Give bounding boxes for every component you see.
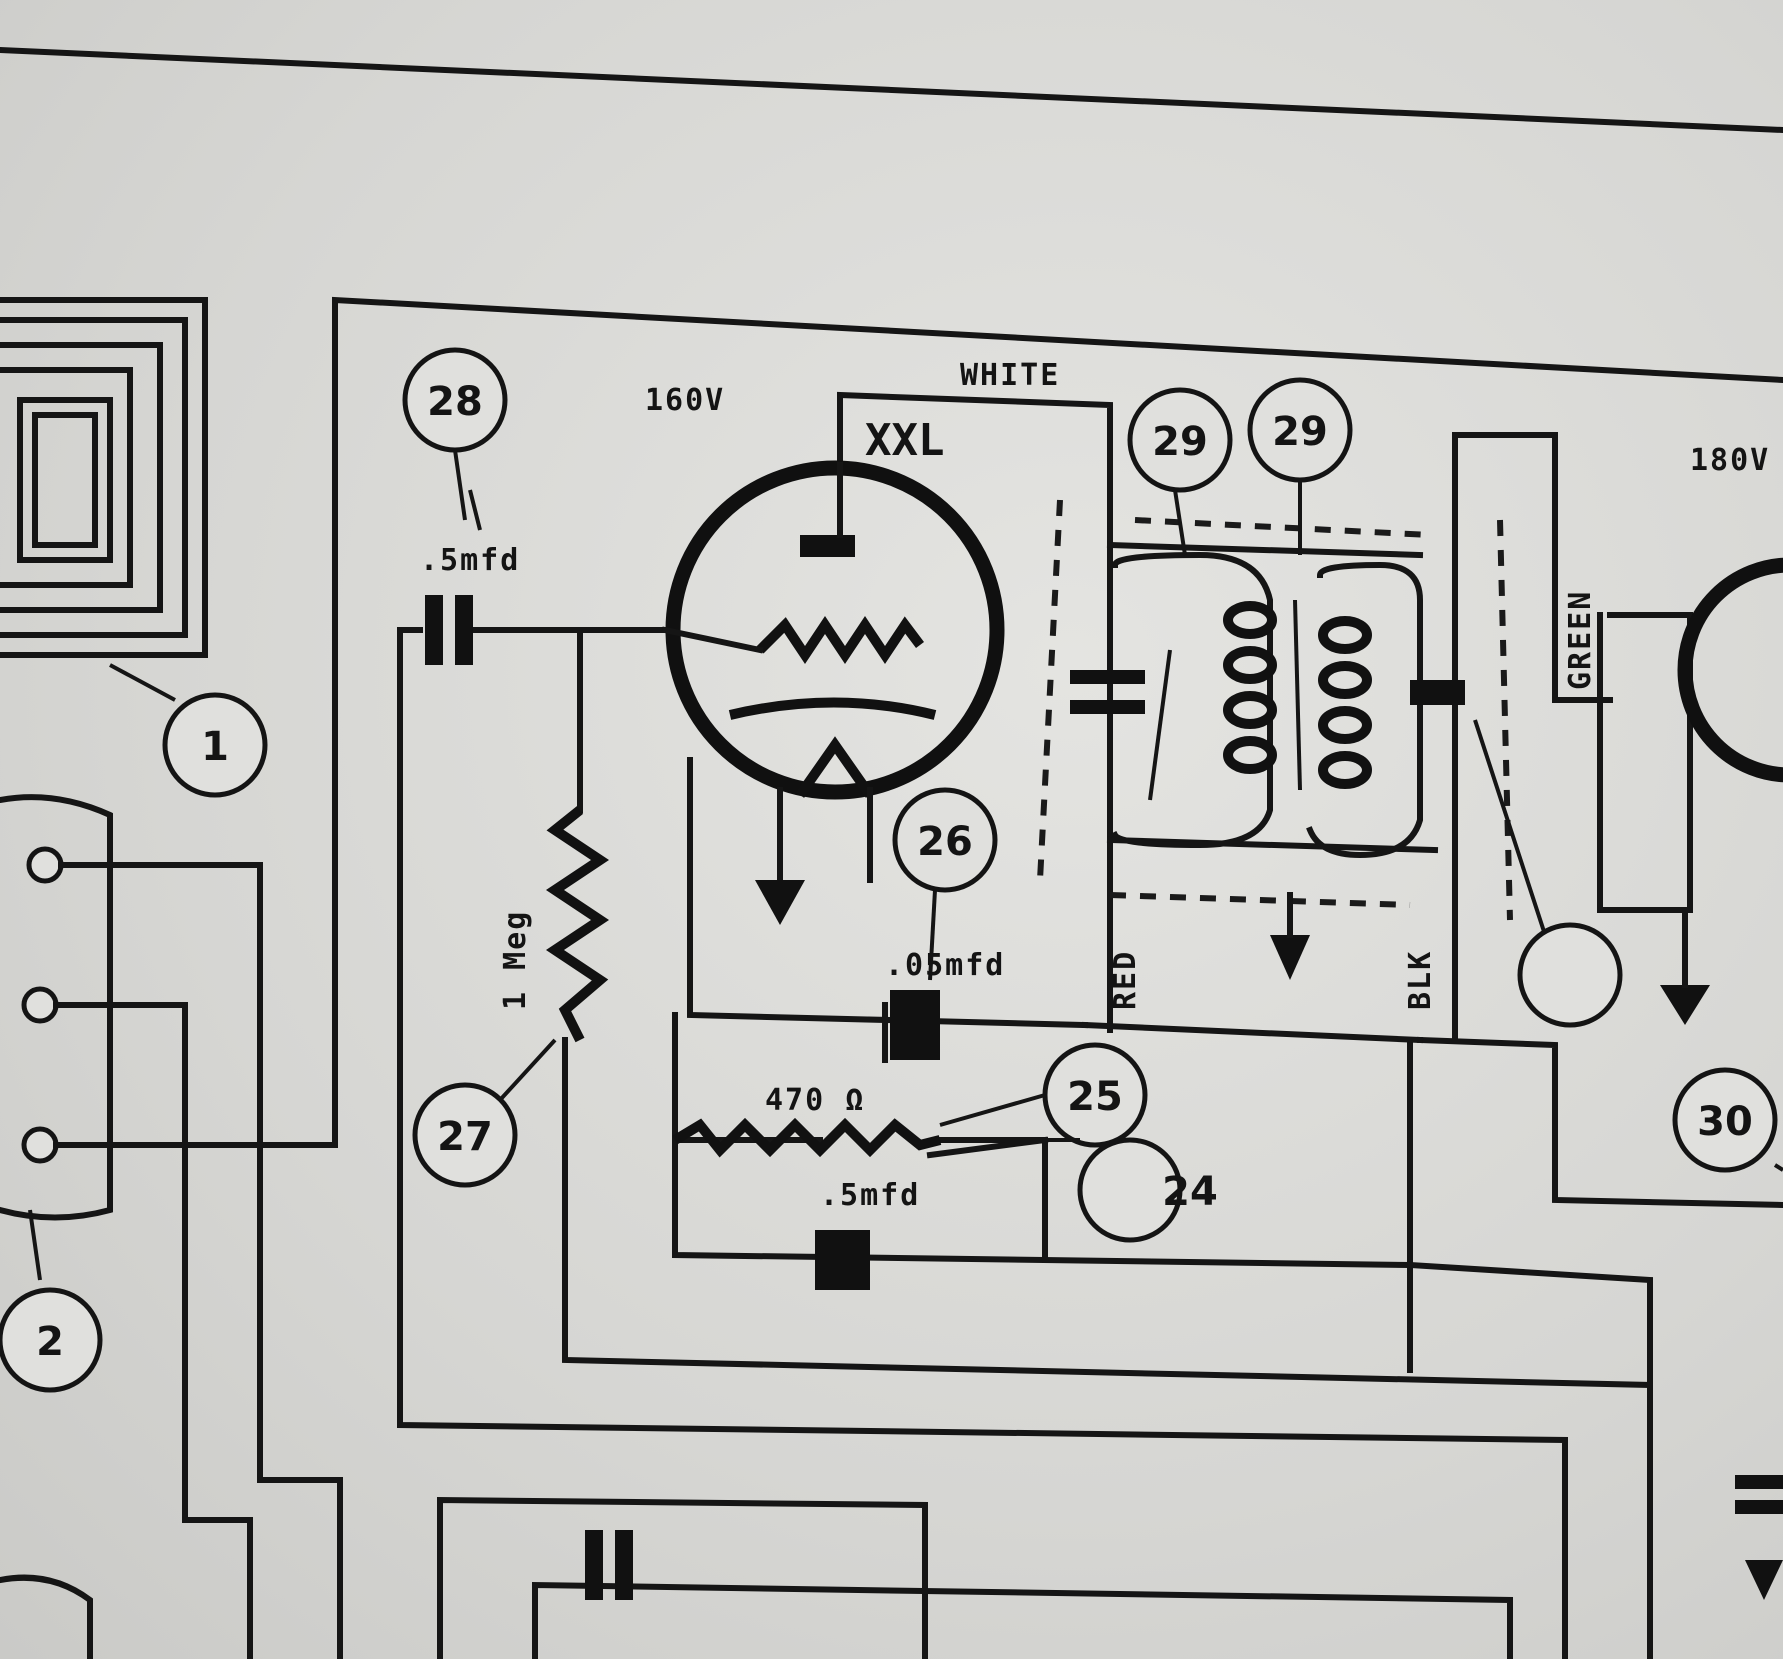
- page-border-line: [0, 46, 1783, 134]
- grid-capacitor: [425, 489, 482, 665]
- resistor-cathode-label: 470 Ω: [765, 1083, 865, 1118]
- ground-symbol: [1660, 985, 1710, 1025]
- ref-number-26: 26: [917, 819, 973, 865]
- cap-grid-label: .5mfd: [420, 543, 520, 578]
- ref-number-30: 30: [1697, 1099, 1753, 1145]
- ref-number-24: 24: [1162, 1169, 1218, 1215]
- component-labels: XXL 160V WHITE .5mfd .05mfd .5mfd 470 Ω …: [420, 358, 1770, 1213]
- resistor-grid-label: 1 Meg: [498, 910, 533, 1010]
- shield-dashes: [1037, 499, 1513, 921]
- right-voltage-label: 180V: [1690, 443, 1770, 478]
- wire-white-label: WHITE: [960, 358, 1060, 393]
- cap-cathode-label: .5mfd: [820, 1178, 920, 1213]
- ref-number-27: 27: [437, 1114, 493, 1160]
- ref-number-labels: 1 2 25 24 26 27 28 29 29 30: [36, 379, 1753, 1365]
- wire: [0, 1574, 93, 1659]
- cathode-resistor: [672, 1117, 942, 1158]
- ref-number-2: 2: [36, 1319, 64, 1365]
- bypass-capacitor: [890, 889, 940, 1060]
- ref-number-28: 28: [427, 379, 483, 425]
- plate-capacitor: [1070, 670, 1145, 714]
- plate-voltage-label: 160V: [645, 383, 725, 418]
- grid-resistor: [545, 806, 610, 1043]
- bottom-capacitor: [585, 1530, 633, 1600]
- transformer: [1110, 551, 1552, 951]
- tube-type-label: XXL: [865, 415, 944, 466]
- wire: [257, 1137, 343, 1659]
- ground-symbol: [1270, 935, 1310, 980]
- wire-blk-label: BLK: [1403, 950, 1438, 1010]
- ref-circles: [0, 347, 1783, 1393]
- output-capacitor: [1735, 1475, 1783, 1600]
- cathode-capacitor: [815, 1230, 870, 1290]
- cap-bypass-label: .05mfd: [885, 948, 1005, 983]
- ref-number-25: 25: [1067, 1074, 1123, 1120]
- wire-red-label: RED: [1108, 950, 1143, 1010]
- ref-number-29: 29: [1152, 419, 1208, 465]
- terminal-strip: [0, 296, 1783, 1659]
- ref-number-29-b: 29: [1272, 409, 1328, 455]
- vacuum-tube-2: [1677, 557, 1783, 783]
- vacuum-tube: [661, 460, 1005, 925]
- ref-number-1: 1: [201, 724, 229, 770]
- wire-green-label: GREEN: [1563, 590, 1598, 690]
- antenna-coil: [0, 297, 208, 702]
